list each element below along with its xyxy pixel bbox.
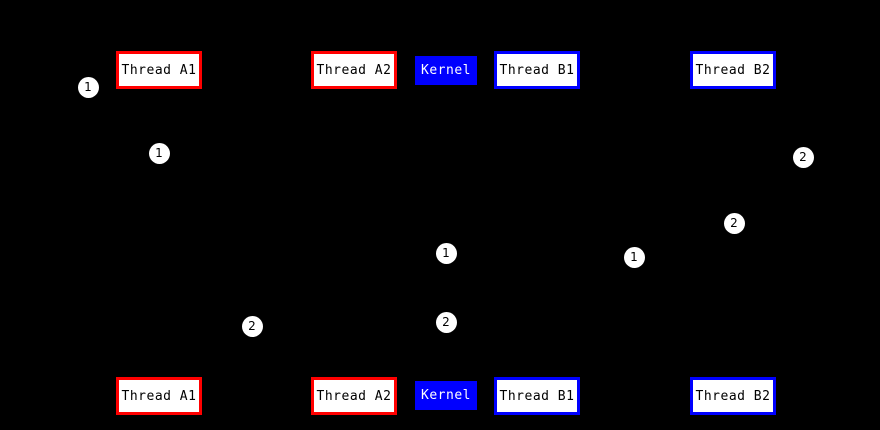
participant-label: Thread B1: [499, 62, 575, 78]
sequence-marker-number: 1: [442, 246, 450, 260]
msg-3: [732, 153, 803, 161]
arrow-head-icon: [347, 149, 355, 157]
participant-kernel-bottom[interactable]: Kernel: [415, 381, 477, 410]
participant-thread-b1-top[interactable]: Thread B1: [494, 51, 580, 89]
participant-label: Thread B2: [695, 388, 771, 404]
sequence-marker-2: 2: [792, 146, 814, 168]
msg-6: [537, 253, 635, 261]
sequence-marker-2: 2: [241, 315, 263, 337]
participant-label: Thread A2: [316, 388, 392, 404]
participant-label: Thread A1: [121, 388, 197, 404]
participant-label: Thread B2: [695, 62, 771, 78]
participant-label: Kernel: [421, 63, 471, 78]
lifeline-kernel: [446, 85, 448, 381]
sequence-marker-1: 1: [77, 76, 99, 98]
sequence-marker-1: 1: [148, 142, 170, 164]
participant-thread-b1-bottom[interactable]: Thread B1: [494, 377, 580, 415]
participant-thread-a1-top[interactable]: Thread A1: [116, 51, 202, 89]
sequence-marker-1: 1: [623, 246, 645, 268]
participant-label: Kernel: [421, 388, 471, 403]
msg-8: [354, 318, 447, 326]
participant-kernel-top[interactable]: Kernel: [415, 56, 477, 85]
sequence-marker-number: 2: [248, 319, 256, 333]
participant-label: Thread A1: [121, 62, 197, 78]
lifeline-thread-a1: [159, 89, 161, 377]
sequence-marker-number: 2: [799, 150, 807, 164]
lifeline-thread-b1: [537, 89, 539, 377]
sequence-marker-number: 1: [84, 80, 92, 94]
arrow-head-icon: [536, 219, 544, 227]
sequence-marker-number: 2: [442, 315, 450, 329]
sequence-marker-number: 1: [155, 146, 163, 160]
msg-2: [159, 149, 355, 157]
sequence-marker-number: 1: [630, 250, 638, 264]
participant-thread-a2-bottom[interactable]: Thread A2: [311, 377, 397, 415]
participant-thread-a1-bottom[interactable]: Thread A1: [116, 377, 202, 415]
participant-thread-a2-top[interactable]: Thread A2: [311, 51, 397, 89]
msg-7: [159, 322, 253, 330]
sequence-marker-1: 1: [435, 242, 457, 264]
participant-label: Thread B1: [499, 388, 575, 404]
arrow-head-icon: [732, 153, 740, 161]
arrow-head-icon: [530, 249, 538, 257]
participant-thread-b2-top[interactable]: Thread B2: [690, 51, 776, 89]
lifeline-thread-a2: [354, 89, 356, 377]
sequence-marker-number: 2: [730, 216, 738, 230]
msg-4: [536, 219, 733, 227]
participant-thread-b2-bottom[interactable]: Thread B2: [690, 377, 776, 415]
sequence-marker-2: 2: [723, 212, 745, 234]
sequence-marker-2: 2: [435, 311, 457, 333]
participant-label: Thread A2: [316, 62, 392, 78]
msg-5: [446, 249, 538, 257]
